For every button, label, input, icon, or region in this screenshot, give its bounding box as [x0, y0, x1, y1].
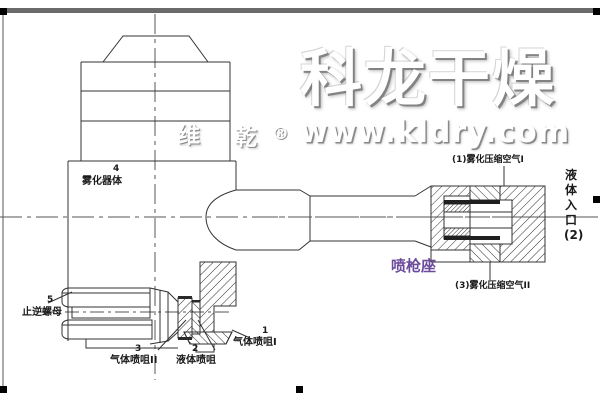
- selection-handle-bottom-left[interactable]: [0, 386, 7, 393]
- selection-handle-top-right[interactable]: [593, 8, 600, 15]
- seat-main-block: [499, 185, 546, 263]
- callout-label-gas-nozzle-1: 气体喷咀I: [233, 337, 277, 348]
- callout-label-spray-gun-seat: 喷枪座: [391, 257, 437, 275]
- callout-number-gas-nozzle-2: 3: [135, 344, 142, 354]
- callout-label-atomizer-body: 雾化器体: [82, 176, 122, 187]
- lock-nut-body: [61, 287, 178, 349]
- atomizer-body-outline: [67, 35, 237, 341]
- callout-number-lock-nut: 5: [47, 295, 54, 305]
- port-label-compressed-air-1: (1)雾化压缩空气I: [452, 155, 524, 165]
- leader-lines: [47, 166, 505, 351]
- nozzle-gaskets: [178, 296, 200, 340]
- selection-top-bar: [6, 8, 594, 13]
- selection-handle-top-left[interactable]: [0, 8, 7, 15]
- nozzle-cone-outline: [149, 287, 179, 345]
- callout-number-liquid-nozzle: 2: [192, 344, 199, 354]
- selection-handle-bottom-middle[interactable]: [296, 386, 303, 393]
- seat-seals: [444, 200, 500, 240]
- seat-left-flange: [430, 185, 471, 251]
- callout-label-gas-nozzle-2: 气体喷咀II: [110, 355, 158, 366]
- liquid-inlet-char-2: 体: [564, 183, 577, 197]
- seat-chambers: [443, 185, 513, 263]
- liquid-inlet-char-3: 入: [564, 198, 577, 212]
- callout-label-liquid-nozzle: 液体喷咀: [176, 355, 216, 366]
- callout-number-atomizer-body: 4: [113, 164, 120, 174]
- selection-handle-middle-right[interactable]: [593, 196, 600, 203]
- port-label-liquid-inlet: 液 体 入 口 (2): [564, 168, 584, 243]
- liquid-nozzle-section: [191, 301, 201, 335]
- callout-label-lock-nut: 止逆螺母: [22, 307, 62, 318]
- atomizer-body-shoulder: [205, 189, 260, 251]
- gas-nozzle-1-section: [199, 261, 237, 333]
- port-label-compressed-air-2: (3)雾化压缩空气II: [455, 281, 531, 291]
- spray-barrel: [258, 185, 432, 251]
- liquid-inlet-char-5: (2): [564, 228, 584, 242]
- liquid-inlet-char-4: 口: [564, 213, 577, 227]
- liquid-inlet-char-1: 液: [564, 168, 577, 182]
- callout-number-gas-nozzle-1: 1: [262, 326, 269, 336]
